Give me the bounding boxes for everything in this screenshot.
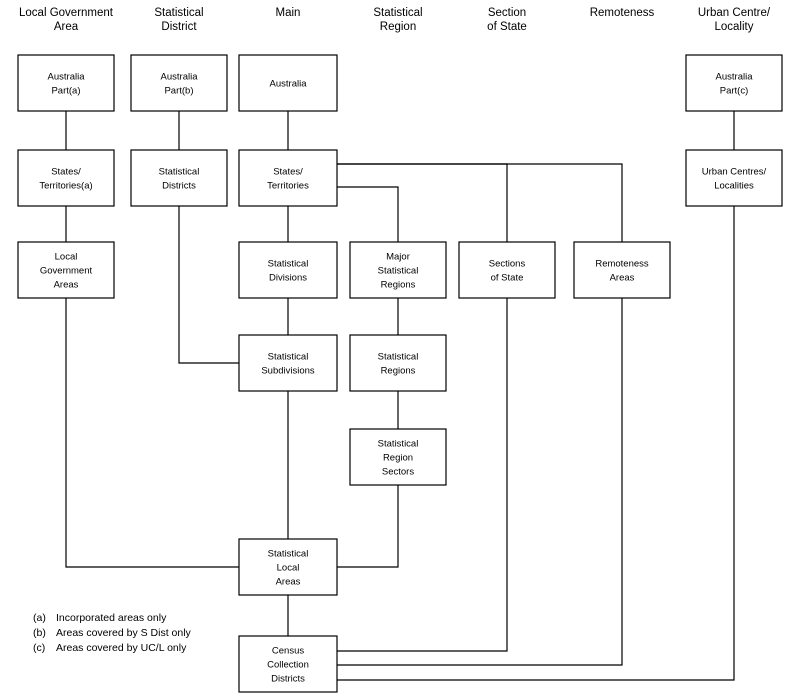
node-ucls[interactable]: Urban Centres/Localities bbox=[685, 149, 783, 207]
connector-st-to-ras bbox=[337, 163, 623, 242]
node-st[interactable]: States/Territories bbox=[238, 149, 338, 207]
footnote-text-2: Areas covered by UC/L only bbox=[56, 642, 187, 654]
node-box-ras bbox=[573, 241, 671, 299]
node-box-ssubs bbox=[238, 334, 338, 392]
column-header-ucl: Urban Centre/Locality bbox=[698, 7, 771, 33]
connector-srsecs-to-slas bbox=[337, 485, 399, 568]
node-label-ucls: Urban Centres/Localities bbox=[702, 167, 767, 192]
connector-ras-to-ccds bbox=[337, 298, 623, 666]
node-label-st_a: States/Territories(a) bbox=[39, 167, 92, 192]
node-box-sdists bbox=[130, 149, 228, 207]
node-box-aus_b bbox=[130, 54, 228, 112]
node-aus[interactable]: Australia bbox=[238, 54, 338, 112]
node-box-aus_c bbox=[685, 54, 783, 112]
node-box-soss bbox=[458, 241, 556, 299]
node-box-slas bbox=[238, 538, 338, 596]
column-header-main: Main bbox=[276, 7, 301, 19]
node-box-lgas bbox=[17, 241, 115, 299]
connector-lgas-to-slas bbox=[65, 298, 239, 568]
node-box-msrs bbox=[349, 241, 447, 299]
footnotes-group: (a) Incorporated areas only (b) Areas cover… bbox=[33, 612, 192, 654]
node-box-sregs bbox=[349, 334, 447, 392]
node-box-ucls bbox=[685, 149, 783, 207]
footnote-text-0: Incorporated areas only bbox=[56, 612, 167, 624]
node-st_a[interactable]: States/Territories(a) bbox=[17, 149, 115, 207]
node-box-aus_a bbox=[17, 54, 115, 112]
footnote-marker-2: (c) bbox=[33, 642, 45, 654]
footnote-text-1: Areas covered by S Dist only bbox=[56, 627, 192, 639]
node-box-aus bbox=[238, 54, 338, 112]
footnote-marker-0: (a) bbox=[33, 612, 46, 624]
footnote-marker-1: (b) bbox=[33, 627, 46, 639]
node-label-aus: Australia bbox=[270, 79, 308, 90]
node-box-srsecs bbox=[349, 428, 447, 486]
node-box-ccds bbox=[238, 635, 338, 693]
connector-st-to-msrs bbox=[337, 186, 399, 242]
connector-sdists-to-ssubs bbox=[178, 206, 239, 364]
connection-lines-group bbox=[65, 111, 735, 681]
connector-soss-to-ccds bbox=[337, 298, 508, 652]
connector-ucls-to-ccds bbox=[337, 206, 735, 681]
node-box-sdivs bbox=[238, 241, 338, 299]
node-label-st: States/Territories bbox=[267, 167, 309, 192]
node-box-st_a bbox=[17, 149, 115, 207]
connector-st-to-soss bbox=[337, 163, 508, 242]
column-header-remote: Remoteness bbox=[590, 7, 655, 19]
node-box-st bbox=[238, 149, 338, 207]
